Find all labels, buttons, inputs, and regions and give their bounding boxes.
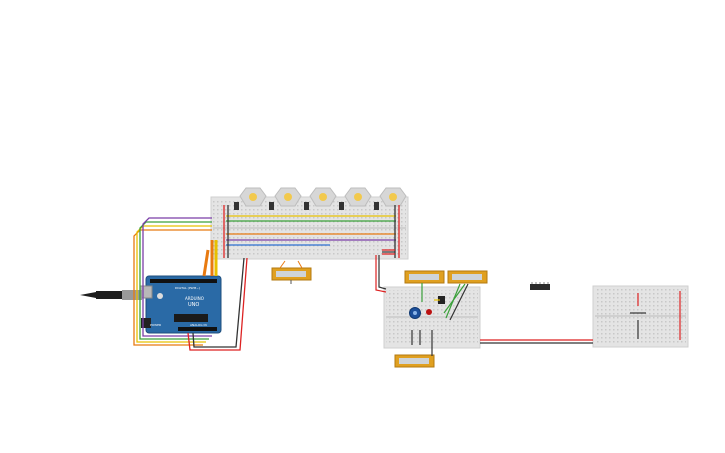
servo-motor[interactable] (304, 187, 337, 210)
lcd-display[interactable] (271, 260, 312, 284)
led-red[interactable] (426, 309, 432, 315)
ic-chip[interactable] (530, 282, 550, 290)
servo-motors (234, 187, 407, 210)
arduino-board-label: UNO (188, 302, 199, 308)
lcd-display[interactable] (447, 270, 488, 284)
arduino-uno[interactable]: ARDUINO UNO DIGITAL (PWM~) POWER ANALOG … (139, 275, 222, 334)
servo-motor[interactable] (234, 187, 267, 210)
arduino-wires (133, 217, 248, 351)
breadboard-right[interactable] (592, 285, 689, 348)
usb-cable[interactable] (80, 290, 142, 300)
arduino-brand-label: ARDUINO (185, 296, 204, 301)
transistor[interactable] (438, 296, 445, 304)
lcd-display[interactable] (394, 354, 435, 368)
arduino-digital-label: DIGITAL (PWM~) (175, 286, 200, 290)
breadboard-middle-wires (375, 249, 469, 356)
servo-motor[interactable] (374, 187, 407, 210)
breadboard-main-wires (223, 205, 400, 258)
potentiometer[interactable] (409, 307, 421, 319)
breadboard-right-wires (480, 291, 681, 344)
lcd-display[interactable] (404, 270, 445, 284)
servo-motor[interactable] (339, 187, 372, 210)
arduino-power-label: POWER (150, 323, 161, 327)
servo-motor[interactable] (269, 187, 302, 210)
arduino-analog-label: ANALOG IN (190, 323, 207, 327)
